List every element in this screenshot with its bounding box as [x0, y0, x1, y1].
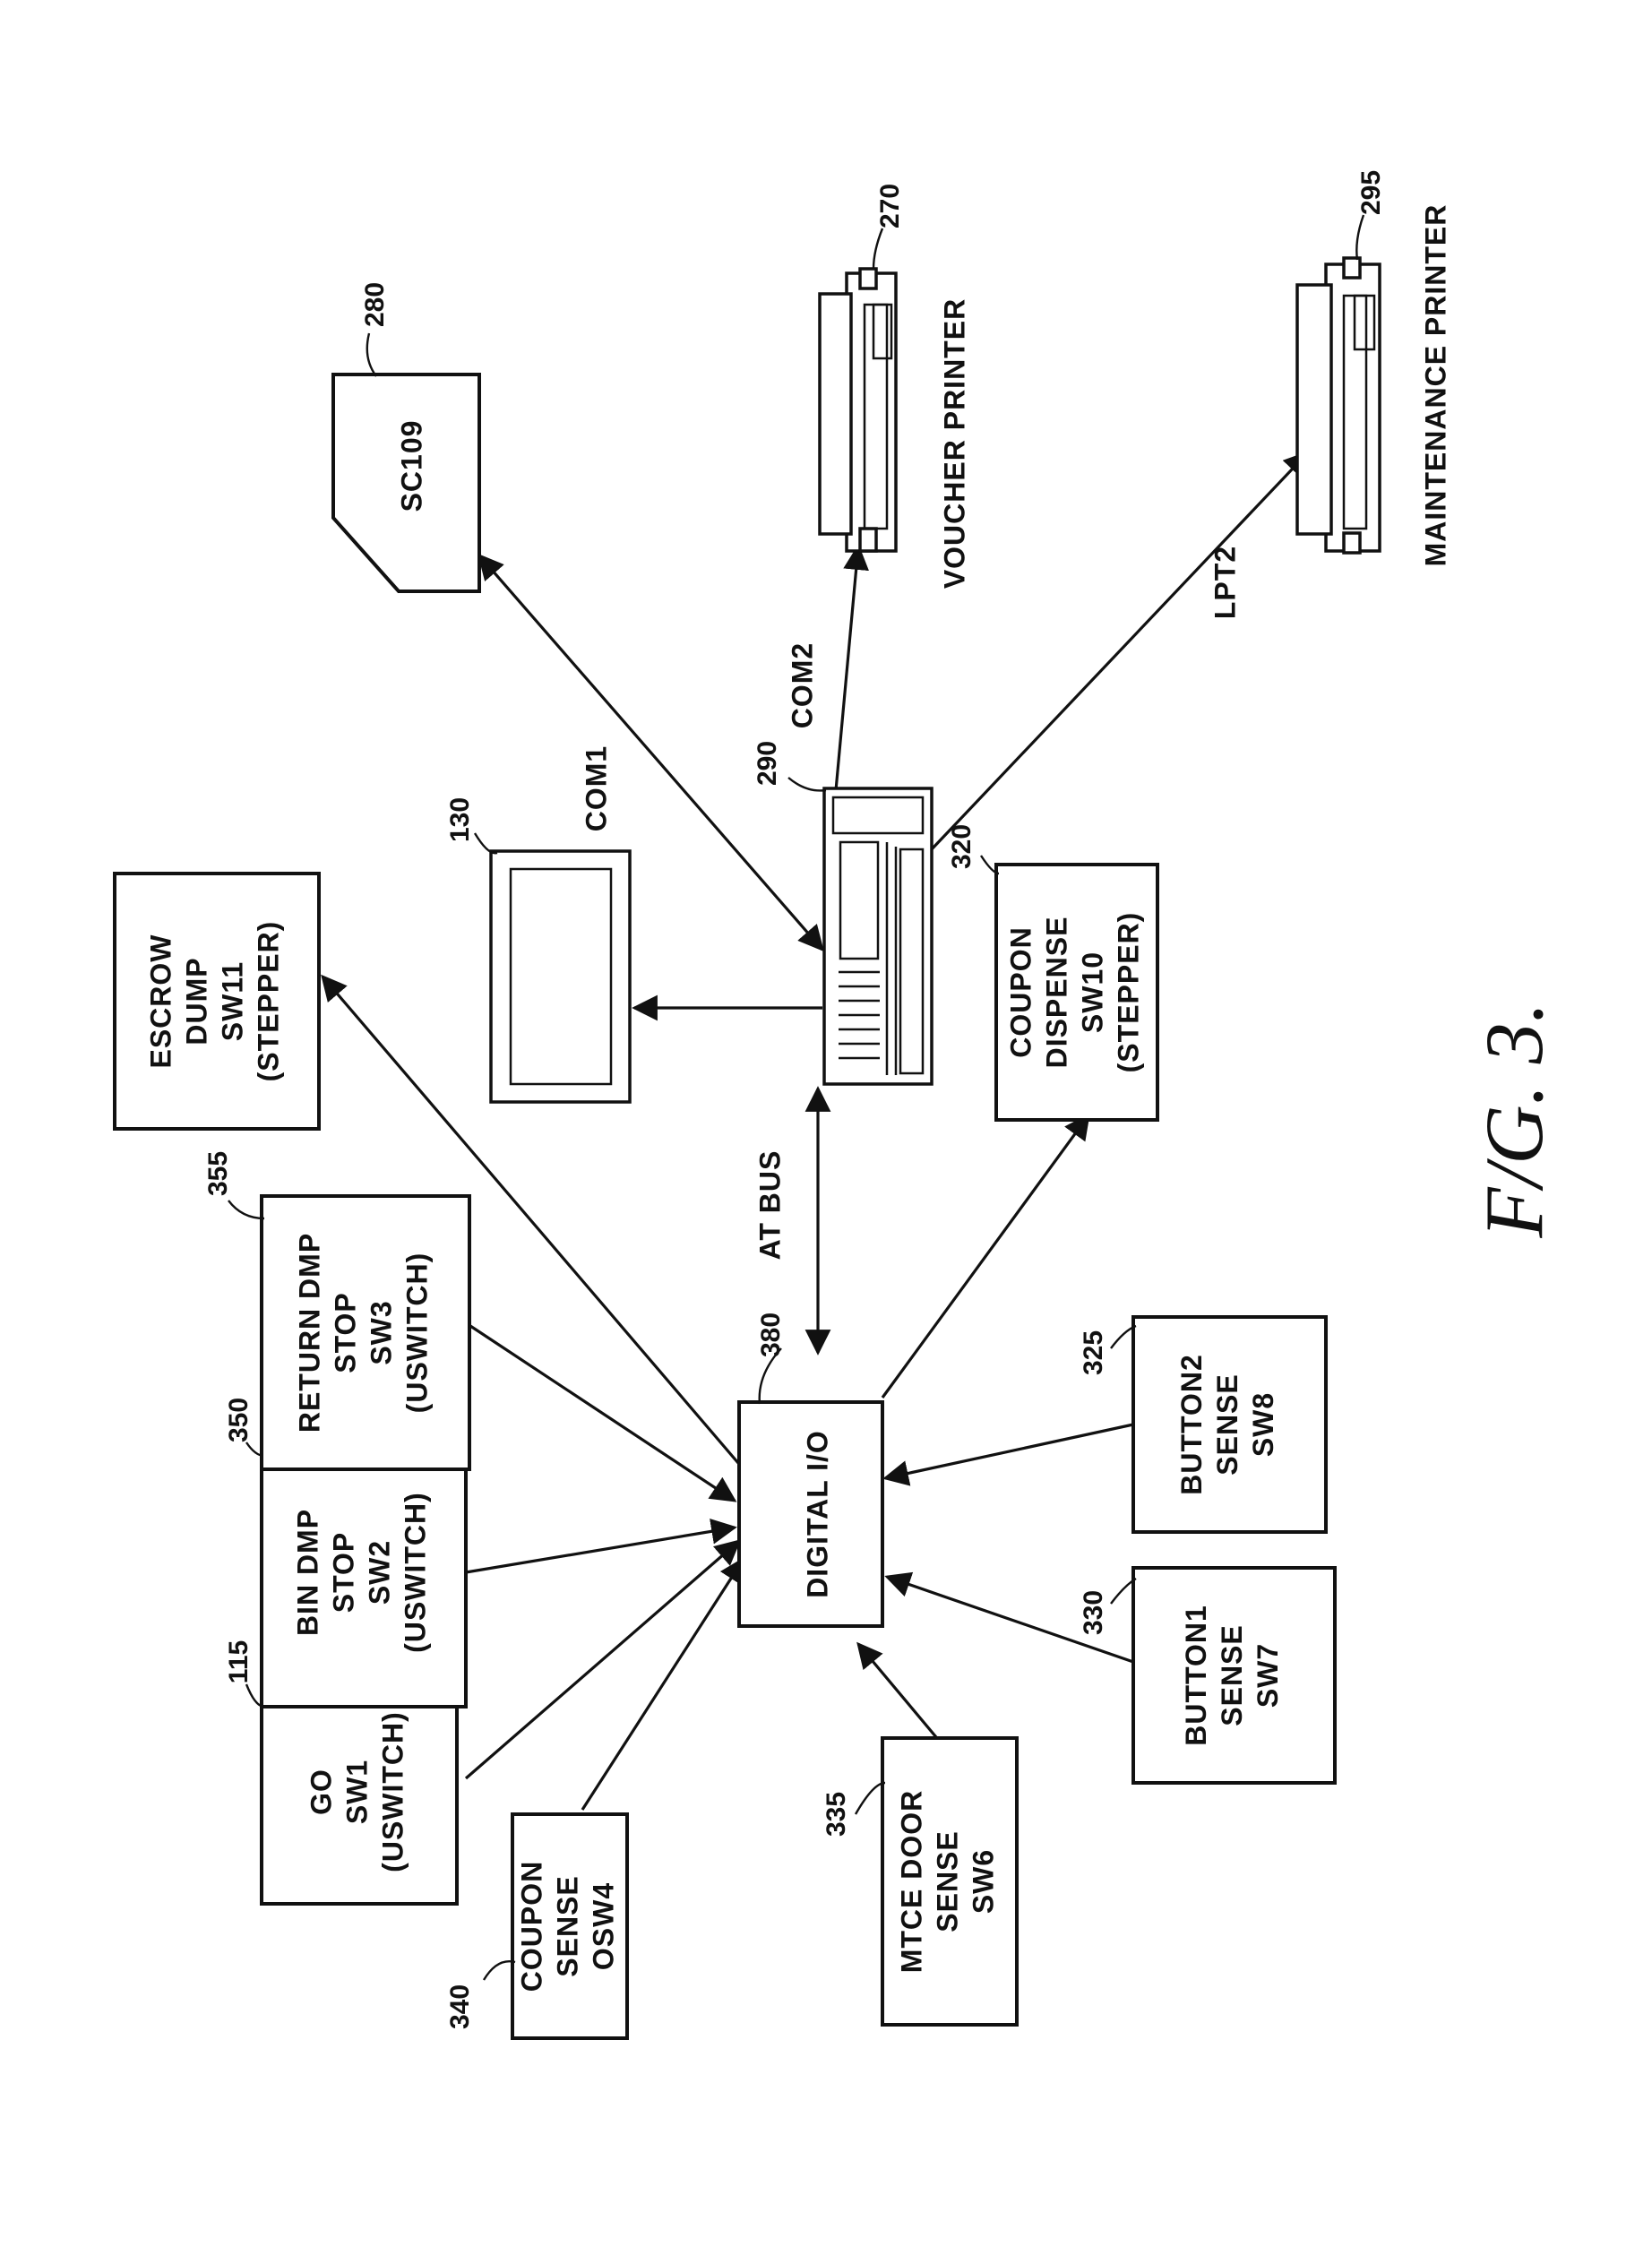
coupon-sense-label-line: COUPON [515, 1861, 547, 1992]
wire-go [466, 1541, 739, 1778]
return-dmp-label-line: RETURN DMP [293, 1233, 325, 1433]
mtce-door-box: MTCE DOORSENSESW6 335 [822, 1738, 1017, 2025]
wire-coupon-sense [582, 1559, 744, 1810]
sc109-unit: SC109 280 [333, 282, 479, 591]
wire-mtce-door [858, 1644, 941, 1743]
coupon-sense-label-line: OSW4 [587, 1882, 619, 1970]
ref-340: 340 [445, 1984, 475, 2029]
mtce-door-label-line: SW6 [967, 1849, 999, 1914]
computer-unit: 290 [753, 741, 932, 1084]
ref-280: 280 [360, 282, 390, 327]
ref-350: 350 [224, 1398, 254, 1442]
ref-130: 130 [445, 797, 475, 842]
ref-leader-290 [788, 778, 826, 790]
ref-115: 115 [224, 1640, 254, 1683]
ref-leader-280 [367, 333, 376, 376]
go-label-line: (USWITCH) [376, 1711, 409, 1872]
ref-330: 330 [1079, 1590, 1108, 1635]
maintenance-printer: 295 MAINTENANCE PRINTER [1297, 170, 1451, 566]
voucher-printer-label: VOUCHER PRINTER [938, 298, 970, 589]
escrow-label-line: (STEPPER) [252, 921, 284, 1082]
button2-box: BUTTON2SENSESW8 325 [1079, 1317, 1326, 1532]
ref-leader-340 [484, 1961, 515, 1980]
button1-box: BUTTON1SENSESW7 330 [1079, 1568, 1335, 1783]
escrow-label-line: DUMP [180, 957, 212, 1045]
go-label-line: GO [305, 1769, 337, 1815]
escrow-label-line: ESCROW [144, 934, 176, 1069]
ref-335: 335 [822, 1792, 851, 1837]
coupon-dispense-label-line: COUPON [1004, 926, 1037, 1057]
ref-270: 270 [875, 184, 905, 228]
figure-caption: F/G. 3. [1468, 1002, 1560, 1238]
mtce-door-label-line: MTCE DOOR [895, 1790, 927, 1974]
go-label-line: SW1 [340, 1760, 373, 1824]
com1-label: COM1 [580, 745, 612, 831]
coupon-sense-box: COUPONSENSEOSW4 340 [445, 1814, 627, 2038]
escrow-label-line: SW11 [216, 961, 248, 1041]
bin-dmp-label-line: BIN DMP [291, 1509, 323, 1636]
ref-320: 320 [947, 824, 977, 869]
bin-dmp-label-line: STOP [327, 1532, 359, 1614]
button1-label-line: SW7 [1252, 1643, 1284, 1708]
coupon-dispense-box: COUPONDISPENSESW10(STEPPER) 320 [947, 824, 1157, 1120]
bin-dmp-label-line: (USWITCH) [399, 1492, 431, 1653]
ref-leader-355 [228, 1201, 264, 1218]
voucher-printer: 270 VOUCHER PRINTER [820, 184, 970, 589]
return-dmp-label-line: STOP [329, 1292, 361, 1373]
monitor: 130 [445, 797, 630, 1102]
button2-label-line: SW8 [1247, 1392, 1279, 1457]
digital-io-label: DIGITAL I/O [801, 1430, 833, 1598]
button2-label-line: BUTTON2 [1175, 1354, 1208, 1495]
sc109-label: SC109 [395, 420, 427, 512]
return-dmp-label-line: SW3 [365, 1300, 397, 1364]
wire-button2 [885, 1424, 1133, 1478]
com2-label: COM2 [786, 642, 818, 728]
wire-maintenance-printer [930, 452, 1308, 851]
mtce-door-label-line: SENSE [931, 1830, 963, 1932]
ref-355: 355 [203, 1151, 233, 1196]
wire-coupon-dispense [882, 1115, 1088, 1398]
ref-325: 325 [1079, 1330, 1108, 1375]
digital-io-hub: DIGITAL I/O 380 [739, 1313, 882, 1626]
ref-leader-295 [1356, 215, 1364, 260]
coupon-dispense-label-line: SW10 [1076, 951, 1108, 1033]
maintenance-printer-label: MAINTENANCE PRINTER [1419, 204, 1451, 567]
lpt2-label: LPT2 [1209, 546, 1241, 619]
ref-leader-270 [873, 228, 882, 269]
wire-voucher-printer [833, 547, 858, 820]
bin-dmp-label-line: SW2 [363, 1540, 395, 1605]
coupon-sense-label-line: SENSE [551, 1875, 583, 1976]
at-bus-label: AT BUS [753, 1150, 786, 1261]
wire-bin-dmp [466, 1528, 735, 1572]
escrow-box: ESCROWDUMPSW11(STEPPER) [115, 874, 319, 1129]
button1-label-line: BUTTON1 [1180, 1605, 1212, 1746]
ref-290: 290 [753, 741, 782, 786]
button2-label-line: SENSE [1211, 1373, 1243, 1475]
coupon-dispense-label-line: (STEPPER) [1112, 912, 1144, 1073]
ref-295: 295 [1356, 170, 1386, 215]
coupon-dispense-label-line: DISPENSE [1040, 917, 1072, 1069]
ref-380: 380 [756, 1313, 786, 1357]
button1-label-line: SENSE [1216, 1624, 1248, 1726]
return-dmp-label-line: (USWITCH) [400, 1252, 433, 1414]
